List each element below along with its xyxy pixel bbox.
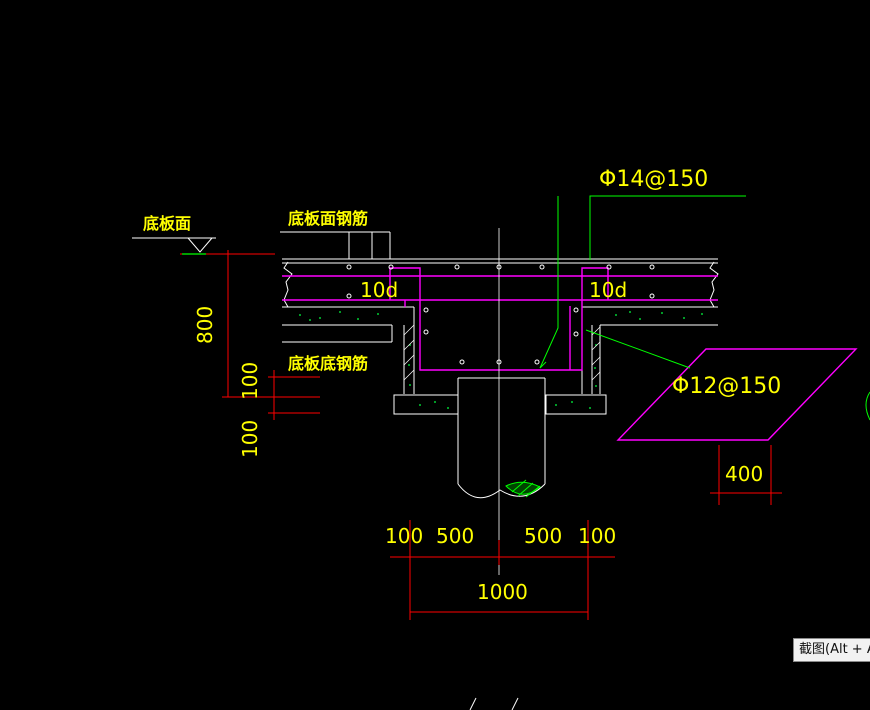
dim-400: 400	[725, 462, 763, 486]
edge-arc	[865, 391, 870, 421]
edge-mark-b	[511, 697, 519, 710]
edge-mark-a	[469, 697, 477, 710]
callout-frame	[616, 348, 858, 441]
label-anchor-left: 10d	[360, 278, 398, 302]
dim-100-a: 100	[238, 362, 262, 400]
label-slab-bottom-rebar: 底板底钢筋	[288, 354, 368, 373]
label-slab-face: 底板面	[143, 214, 191, 233]
dim-500-right: 500	[524, 524, 562, 548]
dim-100-left: 100	[385, 524, 423, 548]
label-rebar-side: Φ12@150	[672, 374, 781, 399]
level-symbol	[132, 237, 216, 253]
pile-hatch	[505, 479, 541, 498]
label-slab-top-rebar: 底板面钢筋	[288, 209, 368, 228]
dim-800: 800	[193, 306, 217, 344]
dim-1000: 1000	[477, 580, 528, 604]
dim-100-right: 100	[578, 524, 616, 548]
screenshot-tooltip: 截图(Alt + A)	[793, 638, 870, 662]
concrete-fill	[299, 311, 703, 409]
rebar-lines	[282, 267, 858, 441]
leaders	[539, 195, 746, 369]
dim-100-b: 100	[238, 420, 262, 458]
dim-500-left: 500	[436, 524, 474, 548]
dimension-lines	[180, 250, 782, 620]
label-anchor-right: 10d	[589, 278, 627, 302]
wall-hatch	[403, 324, 601, 381]
label-rebar-top: Φ14@150	[599, 167, 708, 192]
